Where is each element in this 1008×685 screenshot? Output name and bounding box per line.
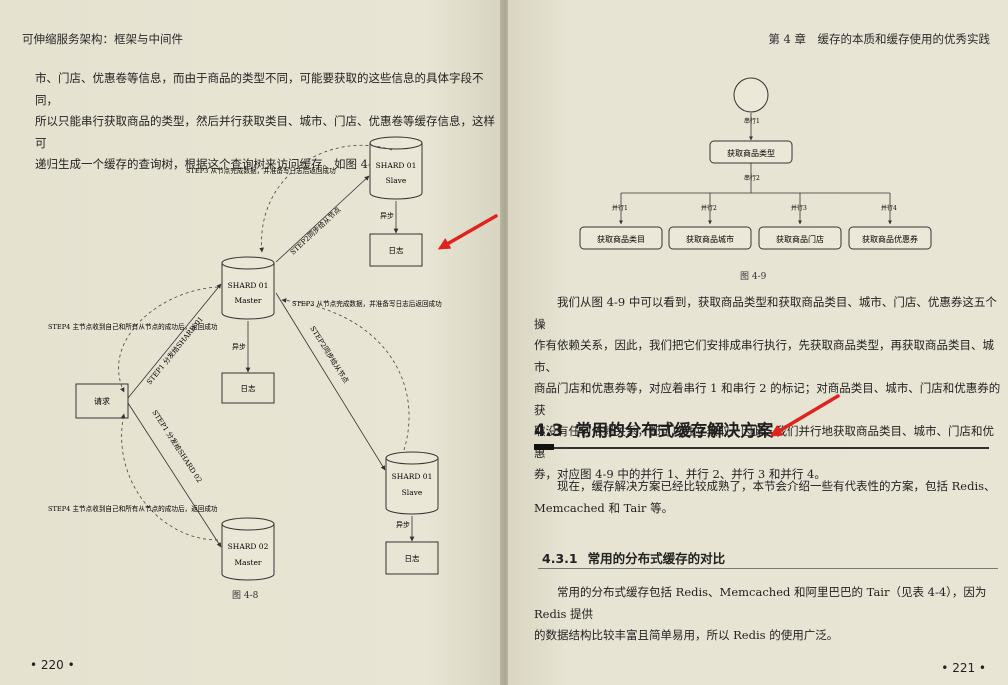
section-title: 常用的分布式缓存解决方案 — [575, 421, 774, 440]
svg-text:并行4: 并行4 — [881, 204, 897, 212]
svg-text:并行2: 并行2 — [701, 204, 717, 212]
svg-text:异步: 异步 — [380, 212, 394, 220]
svg-text:并行3: 并行3 — [791, 204, 807, 212]
start-node — [733, 77, 769, 113]
right-page-number: • 221 • — [941, 661, 986, 675]
svg-text:获取商品优惠券: 获取商品优惠券 — [862, 234, 918, 244]
svg-text:Slave: Slave — [402, 488, 423, 497]
right-running-header: 第 4 章 缓存的本质和缓存使用的优秀实践 — [768, 32, 990, 46]
left-page-number: • 220 • — [30, 658, 75, 672]
svg-text:获取商品类目: 获取商品类目 — [597, 234, 645, 244]
right-page: 第 4 章 缓存的本质和缓存使用的优秀实践 串行1 获取商品类型 串行2 并行1… — [508, 0, 1008, 685]
right-paragraph-1: 我们从图 4-9 中可以看到，获取商品类型和获取商品类目、城市、门店、优惠券这五… — [534, 295, 1001, 481]
book-gutter — [500, 0, 510, 685]
red-annotation-arrow-right — [769, 394, 840, 437]
svg-text:Master: Master — [234, 558, 261, 567]
left-running-header: 可伸缩服务架构：框架与中间件 — [22, 32, 183, 46]
subsection-number: 4.3.1 — [542, 551, 578, 566]
svg-text:Slave: Slave — [386, 176, 407, 185]
section-number: 4.3 — [534, 421, 564, 440]
svg-text:串行2: 串行2 — [744, 174, 760, 182]
svg-text:Master: Master — [234, 296, 261, 305]
subsection-title: 常用的分布式缓存的对比 — [587, 551, 726, 566]
svg-text:获取商品城市: 获取商品城市 — [686, 234, 734, 244]
request-box: 请求 — [75, 383, 129, 419]
figure-4-9-diagram: 串行1 获取商品类型 串行2 并行1 并行2 并行3 并行4 获取商品类目 获取… — [579, 77, 932, 250]
shard02-master-cylinder: SHARD 02 Master — [221, 517, 275, 581]
get-type-node: 获取商品类型 — [709, 140, 793, 164]
section-rule-accent — [534, 444, 554, 450]
figure-4-8-caption: 图 4-8 — [232, 591, 259, 601]
shard01-slave-bottom-cylinder: SHARD 01 Slave — [385, 451, 439, 515]
svg-text:STEP2同步给从节点: STEP2同步给从节点 — [288, 205, 342, 256]
subsection-heading: 4.3.1 常用的分布式缓存的对比 — [538, 548, 1002, 569]
figure-4-9-caption: 图 4-9 — [740, 272, 767, 282]
svg-text:STEP4 主节点收到自己和所有从节点的成功后，返回成功: STEP4 主节点收到自己和所有从节点的成功后，返回成功 — [48, 504, 218, 513]
left-page: 可伸缩服务架构：框架与中间件 市、门店、优惠卷等信息，而由于商品的类型不同，可能… — [0, 0, 502, 685]
svg-text:异步: 异步 — [232, 343, 246, 351]
section-heading: 4.3 常用的分布式缓存解决方案 — [534, 417, 1004, 450]
svg-text:日志: 日志 — [241, 383, 256, 393]
shard01-master-cylinder: SHARD 01 Master — [221, 256, 275, 320]
svg-text:SHARD 02: SHARD 02 — [228, 542, 269, 551]
leaf-node-city: 获取商品城市 — [668, 226, 752, 250]
log-box-top: 日志 — [369, 233, 423, 267]
svg-text:获取商品门店: 获取商品门店 — [776, 234, 824, 244]
subsection-rule — [538, 568, 998, 569]
figure-4-8-diagram: 请求 SHARD 01 Master SHARD 01 Slave SHARD … — [48, 136, 498, 581]
svg-text:STEP3 从节点完成数据，并准备写日志后返回成功: STEP3 从节点完成数据，并准备写日志后返回成功 — [186, 166, 336, 175]
svg-text:SHARD 01: SHARD 01 — [228, 281, 269, 290]
svg-text:STEP2同步给从节点: STEP2同步给从节点 — [308, 324, 350, 385]
leaf-node-store: 获取商品门店 — [758, 226, 842, 250]
section-rule — [534, 447, 989, 449]
svg-text:串行1: 串行1 — [744, 117, 760, 125]
right-paragraph-2: 现在，缓存解决方案已经比较成熟了，本节会介绍一些有代表性的方案，包括 Redis… — [534, 479, 996, 515]
left-line-2: 所以只能串行获取商品的类型，然后并行获取类目、城市、门店、优惠卷等缓存信息，这样… — [35, 114, 495, 150]
svg-text:STEP1 分发给SHARD 02: STEP1 分发给SHARD 02 — [150, 408, 204, 484]
request-label: 请求 — [94, 396, 110, 406]
svg-text:获取商品类型: 获取商品类型 — [727, 148, 775, 158]
svg-text:STEP4 主节点收到自己和所有从节点的成功后，返回成功: STEP4 主节点收到自己和所有从节点的成功后，返回成功 — [48, 322, 218, 331]
svg-text:异步: 异步 — [396, 521, 410, 529]
log-box-bottom: 日志 — [385, 541, 439, 575]
log-box-middle: 日志 — [221, 372, 275, 404]
leaf-node-coupon: 获取商品优惠券 — [848, 226, 932, 250]
red-annotation-arrow-left — [437, 214, 498, 250]
shard01-slave-top-cylinder: SHARD 01 Slave — [369, 136, 423, 200]
svg-text:SHARD 01: SHARD 01 — [376, 161, 417, 170]
left-line-3: 递归生成一个缓存的查询树，根据这个查询树来访问缓存。如图 4-9 所示。 — [35, 157, 418, 171]
svg-text:日志: 日志 — [405, 553, 420, 563]
svg-text:STEP3 从节点完成数据，并准备写日志后返回成功: STEP3 从节点完成数据，并准备写日志后返回成功 — [292, 299, 442, 308]
left-line-1: 市、门店、优惠卷等信息，而由于商品的类型不同，可能要获取的这些信息的具体字段不同… — [35, 71, 484, 107]
svg-text:并行1: 并行1 — [612, 204, 628, 212]
svg-text:日志: 日志 — [389, 245, 404, 255]
left-paragraph: 市、门店、优惠卷等信息，而由于商品的类型不同，可能要获取的这些信息的具体字段不同… — [35, 68, 495, 176]
right-paragraph-3: 常用的分布式缓存包括 Redis、Memcached 和阿里巴巴的 Tair（见… — [534, 585, 987, 642]
leaf-node-category: 获取商品类目 — [579, 226, 663, 250]
svg-text:SHARD 01: SHARD 01 — [392, 472, 433, 481]
